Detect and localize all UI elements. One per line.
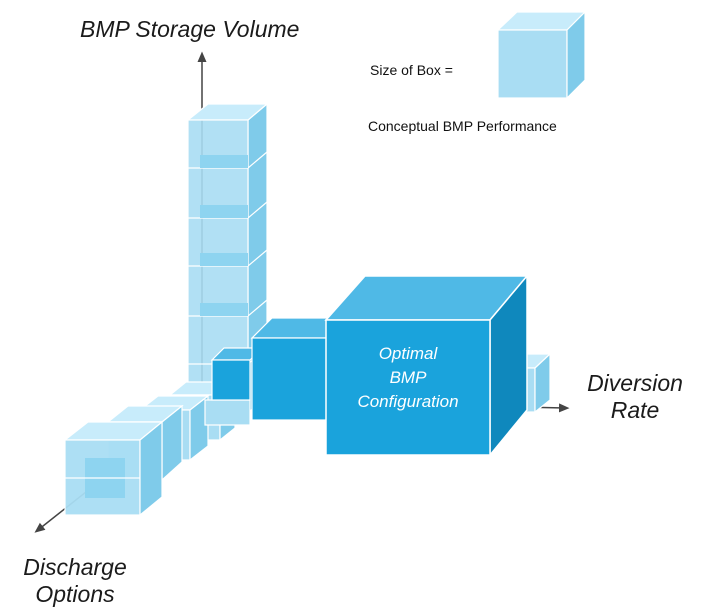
depth-axis-label-line2: Options — [35, 581, 115, 607]
depth-cube-row — [63, 380, 237, 517]
optimal-box-label-line1: Optimal — [378, 344, 438, 363]
optimal-cube — [324, 273, 529, 458]
depth-axis-label: Discharge Options — [0, 554, 150, 608]
legend-size-label: Size of Box = — [370, 62, 453, 78]
legend-caption: Conceptual BMP Performance — [368, 118, 557, 134]
vertical-axis-label: BMP Storage Volume — [80, 16, 300, 42]
horizontal-axis-label-line1: Diversion — [587, 370, 683, 396]
optimal-box-label-line2: BMP — [389, 368, 427, 387]
legend-cube — [496, 10, 587, 100]
depth-axis-label-line1: Discharge — [23, 554, 127, 580]
horizontal-axis-label-line2: Rate — [610, 397, 660, 423]
optimal-box-label-line3: Configuration — [357, 392, 459, 411]
horizontal-axis-label: Diversion Rate — [565, 370, 705, 424]
optimal-box-label: Optimal BMP Configuration — [326, 342, 490, 414]
